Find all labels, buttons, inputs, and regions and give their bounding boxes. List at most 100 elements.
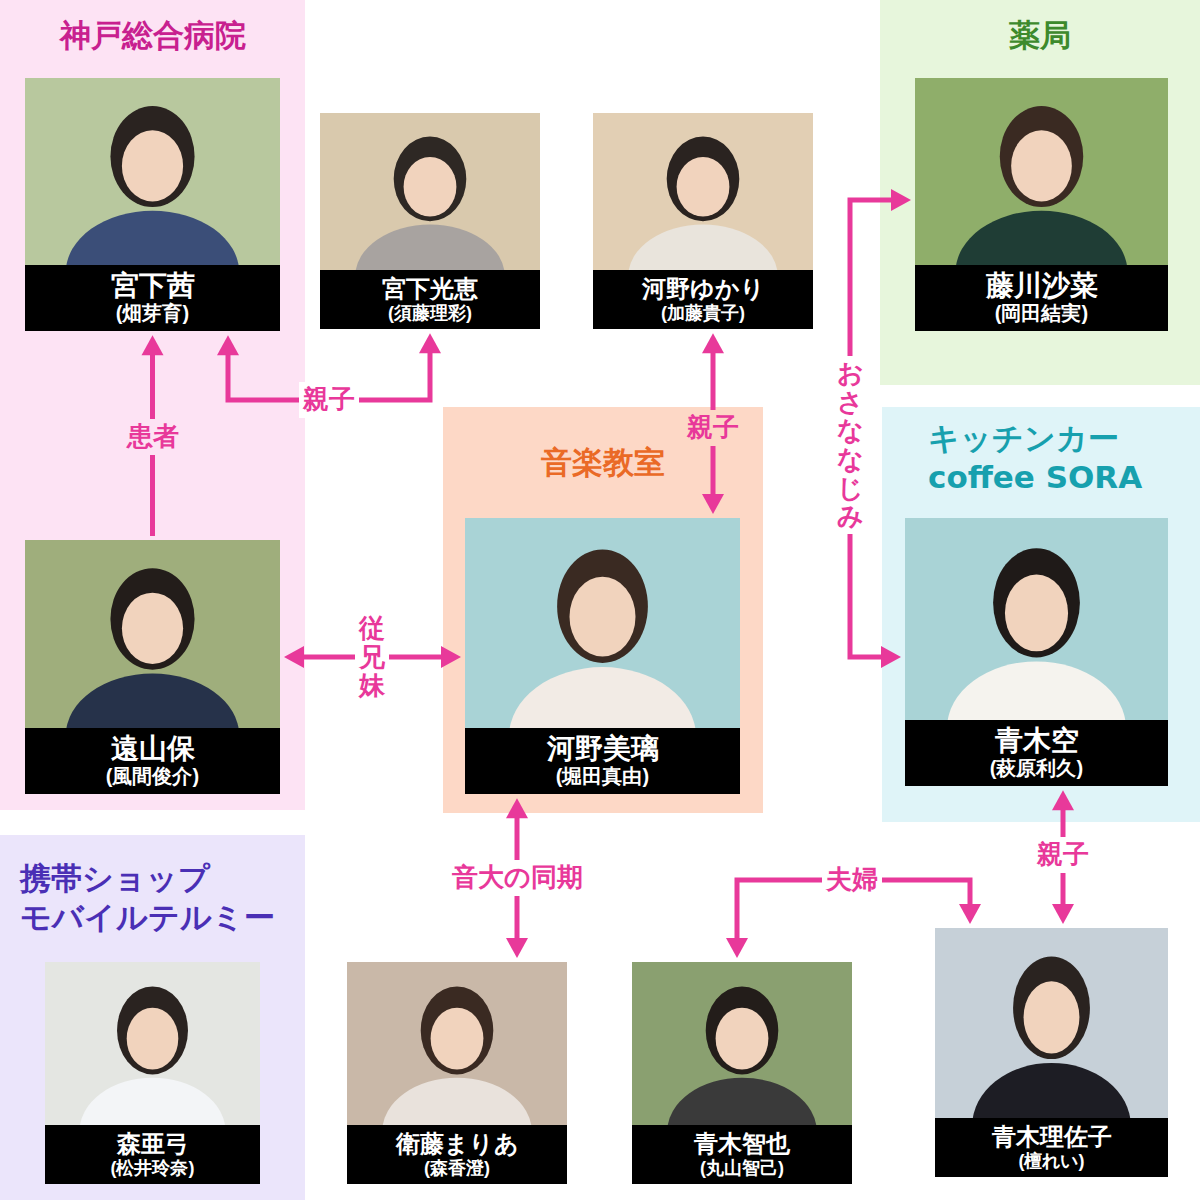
portrait-silhouette	[320, 113, 540, 270]
relation-label-patch: 患者	[123, 419, 183, 455]
face-shape	[570, 577, 636, 657]
portrait-silhouette	[915, 78, 1168, 265]
connector-line	[515, 816, 520, 940]
body-shape	[382, 1078, 532, 1125]
relation-connector	[702, 333, 724, 514]
name-plate: 青木智也(丸山智己)	[632, 1125, 852, 1184]
character-name: 藤川沙菜	[919, 270, 1164, 302]
relation-connector	[217, 333, 441, 400]
character-card: 宮下光恵(須藤理彩)	[320, 113, 540, 329]
character-card: 青木理佐子(檀れい)	[935, 928, 1168, 1177]
organization-name: 携帯ショップ モバイルテルミー	[20, 859, 300, 937]
name-plate: 遠山保(風間俊介)	[25, 728, 280, 794]
portrait-photo	[632, 962, 852, 1125]
body-shape	[972, 1063, 1130, 1118]
character-card: 衛藤まりあ(森香澄)	[347, 962, 567, 1184]
actor-name: (萩原利久)	[909, 757, 1164, 780]
hair-shape	[1000, 106, 1083, 207]
character-name: 衛藤まりあ	[351, 1130, 563, 1158]
relation-connector	[1052, 790, 1074, 924]
face-shape	[1024, 981, 1080, 1053]
name-plate: 藤川沙菜(岡田結実)	[915, 265, 1168, 331]
relation-label-patch: 親子	[683, 410, 743, 446]
portrait-photo	[915, 78, 1168, 265]
face-shape	[404, 157, 457, 217]
actor-name: (松井玲奈)	[49, 1158, 256, 1179]
character-name: 河野美璃	[469, 733, 736, 765]
band-background	[0, 0, 305, 810]
character-name: 宮下光恵	[324, 275, 536, 303]
arrowhead	[506, 798, 528, 818]
name-plate: 宮下光恵(須藤理彩)	[320, 270, 540, 329]
hair-shape	[557, 550, 648, 663]
body-shape	[355, 224, 505, 270]
name-plate: 衛藤まりあ(森香澄)	[347, 1125, 567, 1184]
name-plate: 青木理佐子(檀れい)	[935, 1118, 1168, 1177]
connector-line	[1061, 808, 1066, 906]
character-card: 青木智也(丸山智己)	[632, 962, 852, 1184]
relation-label: 夫婦	[826, 865, 878, 895]
character-name: 青木智也	[636, 1130, 848, 1158]
character-card: 河野美璃(堀田真由)	[465, 518, 740, 794]
hair-shape	[117, 986, 188, 1074]
character-card: 青木空(萩原利久)	[905, 518, 1168, 786]
arrowhead	[959, 904, 981, 924]
actor-name: (畑芽育)	[29, 302, 276, 325]
relation-label-patch: 夫婦	[822, 862, 882, 898]
face-shape	[677, 157, 730, 217]
portrait-photo	[935, 928, 1168, 1118]
portrait-silhouette	[935, 928, 1168, 1118]
actor-name: (風間俊介)	[29, 765, 276, 788]
actor-name: (森香澄)	[351, 1158, 563, 1179]
portrait-photo	[45, 962, 260, 1125]
band-background	[443, 407, 763, 813]
portrait-photo	[320, 113, 540, 270]
organization-name: 薬局	[880, 16, 1200, 55]
organization-band: 音楽教室河野美璃(堀田真由)	[443, 407, 763, 813]
face-shape	[122, 130, 183, 201]
relation-label: 親子	[1037, 840, 1089, 870]
body-shape	[66, 211, 239, 265]
portrait-photo	[905, 518, 1168, 720]
character-card: 遠山保(風間俊介)	[25, 540, 280, 794]
name-plate: 青木空(萩原利久)	[905, 720, 1168, 786]
body-shape	[947, 661, 1126, 720]
face-shape	[1005, 575, 1068, 652]
portrait-silhouette	[25, 540, 280, 728]
character-name: 青木理佐子	[939, 1123, 1164, 1151]
band-background	[0, 835, 305, 1200]
portrait-silhouette	[905, 518, 1168, 720]
organization-name: 音楽教室	[443, 443, 763, 482]
portrait-silhouette	[45, 962, 260, 1125]
face-shape	[431, 1008, 484, 1070]
connector-line	[150, 353, 155, 536]
body-shape	[955, 211, 1127, 265]
relation-label: 音大の同期	[452, 863, 583, 893]
body-shape	[667, 1078, 817, 1125]
hair-shape	[667, 137, 740, 222]
connector-line	[711, 351, 716, 496]
arrowhead	[1052, 790, 1074, 810]
band-background	[882, 407, 1200, 822]
actor-name: (檀れい)	[939, 1151, 1164, 1172]
arrowhead	[284, 646, 304, 668]
portrait-silhouette	[347, 962, 567, 1125]
arrowhead	[1052, 904, 1074, 924]
organization-band: キッチンカー coffee SORA 青木空(萩原利久)	[882, 407, 1200, 822]
name-plate: 河野ゆかり(加藤貴子)	[593, 270, 813, 329]
face-shape	[122, 593, 183, 664]
character-card: 森亜弓(松井玲奈)	[45, 962, 260, 1184]
character-name: 宮下茜	[29, 270, 276, 302]
name-plate: 宮下茜(畑芽育)	[25, 265, 280, 331]
hair-shape	[1013, 957, 1090, 1060]
character-name: 河野ゆかり	[597, 275, 809, 303]
relation-label: 親子	[687, 413, 739, 443]
arrowhead	[702, 333, 724, 353]
actor-name: (堀田真由)	[469, 765, 736, 788]
character-card: 河野ゆかり(加藤貴子)	[593, 113, 813, 329]
hair-shape	[110, 106, 194, 207]
face-shape	[1011, 130, 1072, 201]
organization-name: キッチンカー coffee SORA	[928, 419, 1168, 497]
